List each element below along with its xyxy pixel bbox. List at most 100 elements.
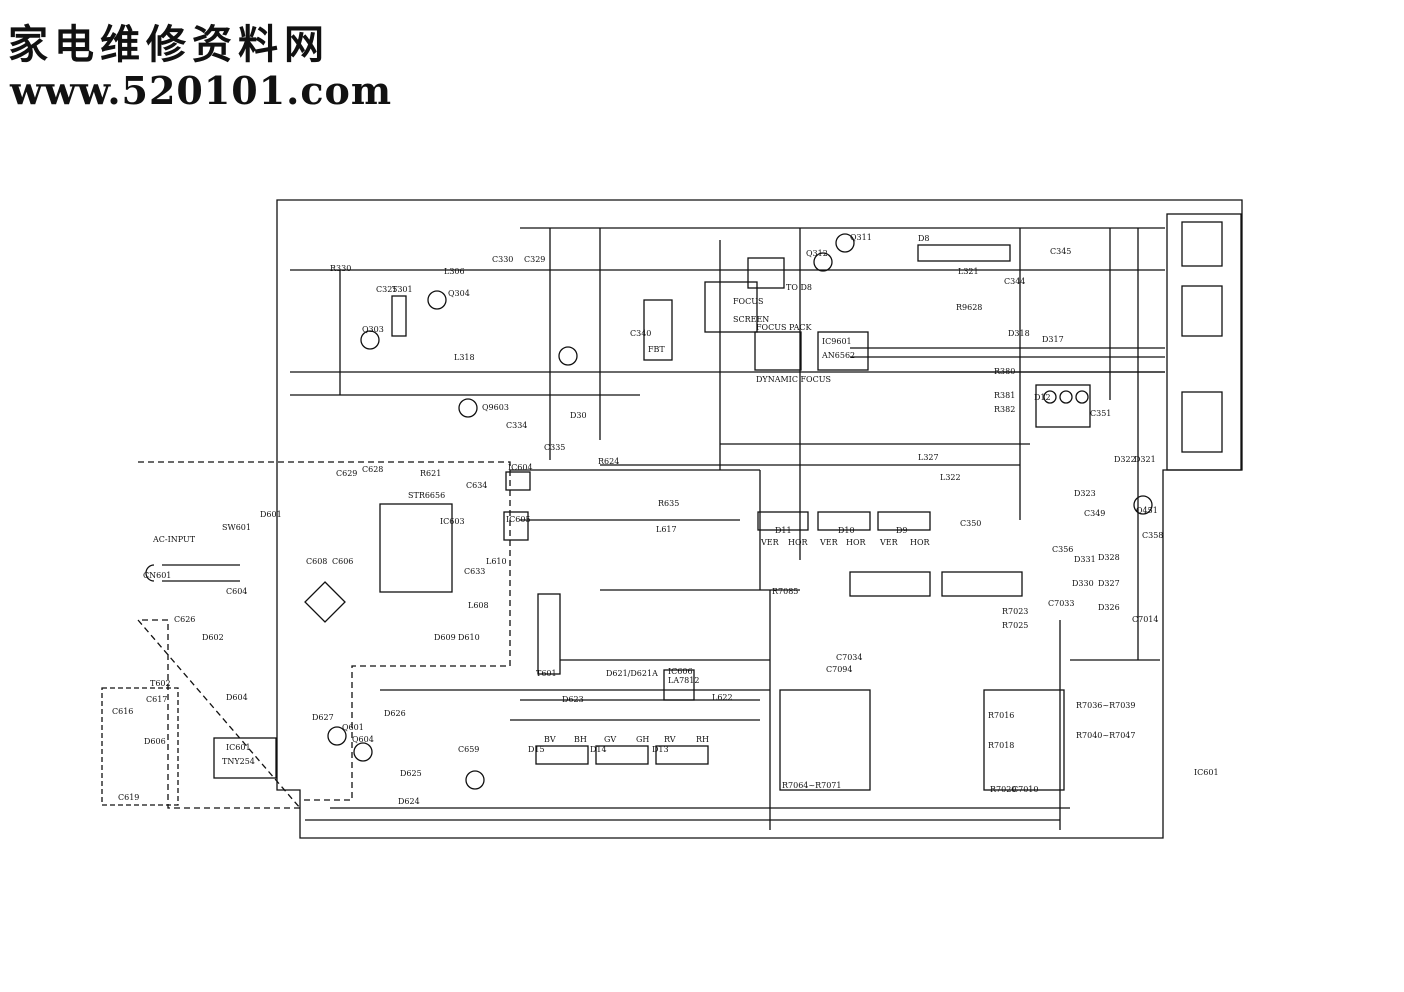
ver-label-3: VER [879,538,899,547]
c345-ref: C345 [1050,247,1071,256]
str-block [379,503,453,593]
c330-ref: C330 [492,255,513,264]
r7018-ref: R7018 [988,741,1014,750]
ic601-block [213,737,277,779]
r330-ref: R330 [330,264,351,273]
l318-ref: L318 [454,353,475,362]
c616-ref: C616 [112,707,133,716]
d602-ref: D602 [202,633,224,642]
r635-ref: R635 [658,499,679,508]
d323-ref: D323 [1074,489,1096,498]
rv-label: RV [664,735,676,744]
q604-ref: Q604 [352,735,374,744]
q9603-ref: Q9603 [482,403,509,412]
ver-label-2: VER [819,538,839,547]
ic9601-block [817,331,869,371]
c617-ref: C617 [146,695,167,704]
d9-ref: D9 [896,526,908,535]
watermark-header: 家电维修资料网 www.520101.com [8,12,391,113]
flyback-winding [643,299,673,361]
d610-ref: D610 [458,633,480,642]
d10-ref: D10 [838,526,855,535]
ic606-block [663,669,695,701]
l327-ref: L327 [918,453,939,462]
c659-ref: C659 [458,745,479,754]
ic605-ref: IC605 [506,515,531,524]
c628-ref: C628 [362,465,383,474]
r382-ref: R382 [994,405,1015,414]
q451-transistor [1133,495,1153,515]
d330-ref: D330 [1072,579,1094,588]
q9603-transistor [458,398,478,418]
ic601-label: IC601 [1194,768,1219,777]
t602-ref: T602 [150,679,171,688]
r624-ref: R624 [598,457,619,466]
d10-connector [817,511,871,531]
r7025-ref: R7025 [1002,621,1028,630]
power-supply-dashed-region [136,461,511,809]
d621-ref: D621/D621A [606,669,658,678]
r621-ref: R621 [420,469,441,478]
hor-label-2: HOR [846,538,867,547]
c325-ref: C325 [376,285,397,294]
d326-ref: D326 [1098,603,1120,612]
c329-ref: C329 [524,255,545,264]
d321-ref: D321 [1134,455,1156,464]
lower-left-region [101,687,179,806]
l322-ref: L322 [940,473,961,482]
resistor-network-right [983,689,1065,791]
ic-block-a [849,571,931,597]
r7020-ref: R7020 [990,785,1016,794]
rh-label: RH [696,735,709,744]
d15-connector [535,745,589,765]
c334-ref: C334 [506,421,527,430]
cn601-ref: CN601 [143,571,171,580]
q451-ref: Q451 [1136,506,1158,515]
ic604-ref: IC604 [508,463,533,472]
d12-socket [1035,384,1091,428]
d8-connector [917,244,1011,262]
q311-ref: Q311 [850,233,872,242]
focus-pack-ref: FOCUS PACK [756,323,813,332]
str-ref: STR6656 [408,491,445,500]
site-title: 家电维修资料网 [8,21,330,68]
c344-ref: C344 [1004,277,1025,286]
crt-anode-connector [747,257,785,289]
d11-ref: D11 [775,526,792,535]
d601-ref: D601 [260,510,282,519]
c7034-ref: C7034 [836,653,862,662]
t301-ref: T301 [392,285,413,294]
r380-ref: R380 [994,367,1015,376]
l622-ref: L622 [712,693,733,702]
c340-ref: C340 [630,329,651,338]
d331-ref: D331 [1074,555,1096,564]
d13-connector [655,745,709,765]
d14-ref: D14 [590,745,607,754]
q9601-transistor [558,346,578,366]
c350-ref: C350 [960,519,981,528]
l608-ref: L608 [468,601,489,610]
d624-ref: D624 [398,797,420,806]
q604-transistor [353,742,373,762]
d627-ref: D627 [312,713,334,722]
t601-transformer [537,593,561,675]
c351-ref: C351 [1090,409,1111,418]
c358-ref: C358 [1142,531,1163,540]
c7094-ref: C7094 [826,665,852,674]
q304-transistor [427,290,447,310]
hor-label-3: HOR [910,538,931,547]
c606-ref: C606 [332,557,353,566]
dynamic-focus-ref: DYNAMIC FOCUS [756,375,831,384]
screen-ref: SCREEN [733,315,769,324]
t601-ref: T601 [536,669,557,678]
d623-ref: D623 [562,695,584,704]
ver-label-1: VER [760,538,780,547]
c349-ref: C349 [1084,509,1105,518]
c335-ref: C335 [544,443,565,452]
q603-transistor [465,770,485,790]
to-d8-ref: TO D8 [786,283,812,292]
q303-ref: Q303 [362,325,384,334]
bv-label: BV [544,735,556,744]
gh-label: GH [636,735,649,744]
ic604-block [505,471,531,491]
